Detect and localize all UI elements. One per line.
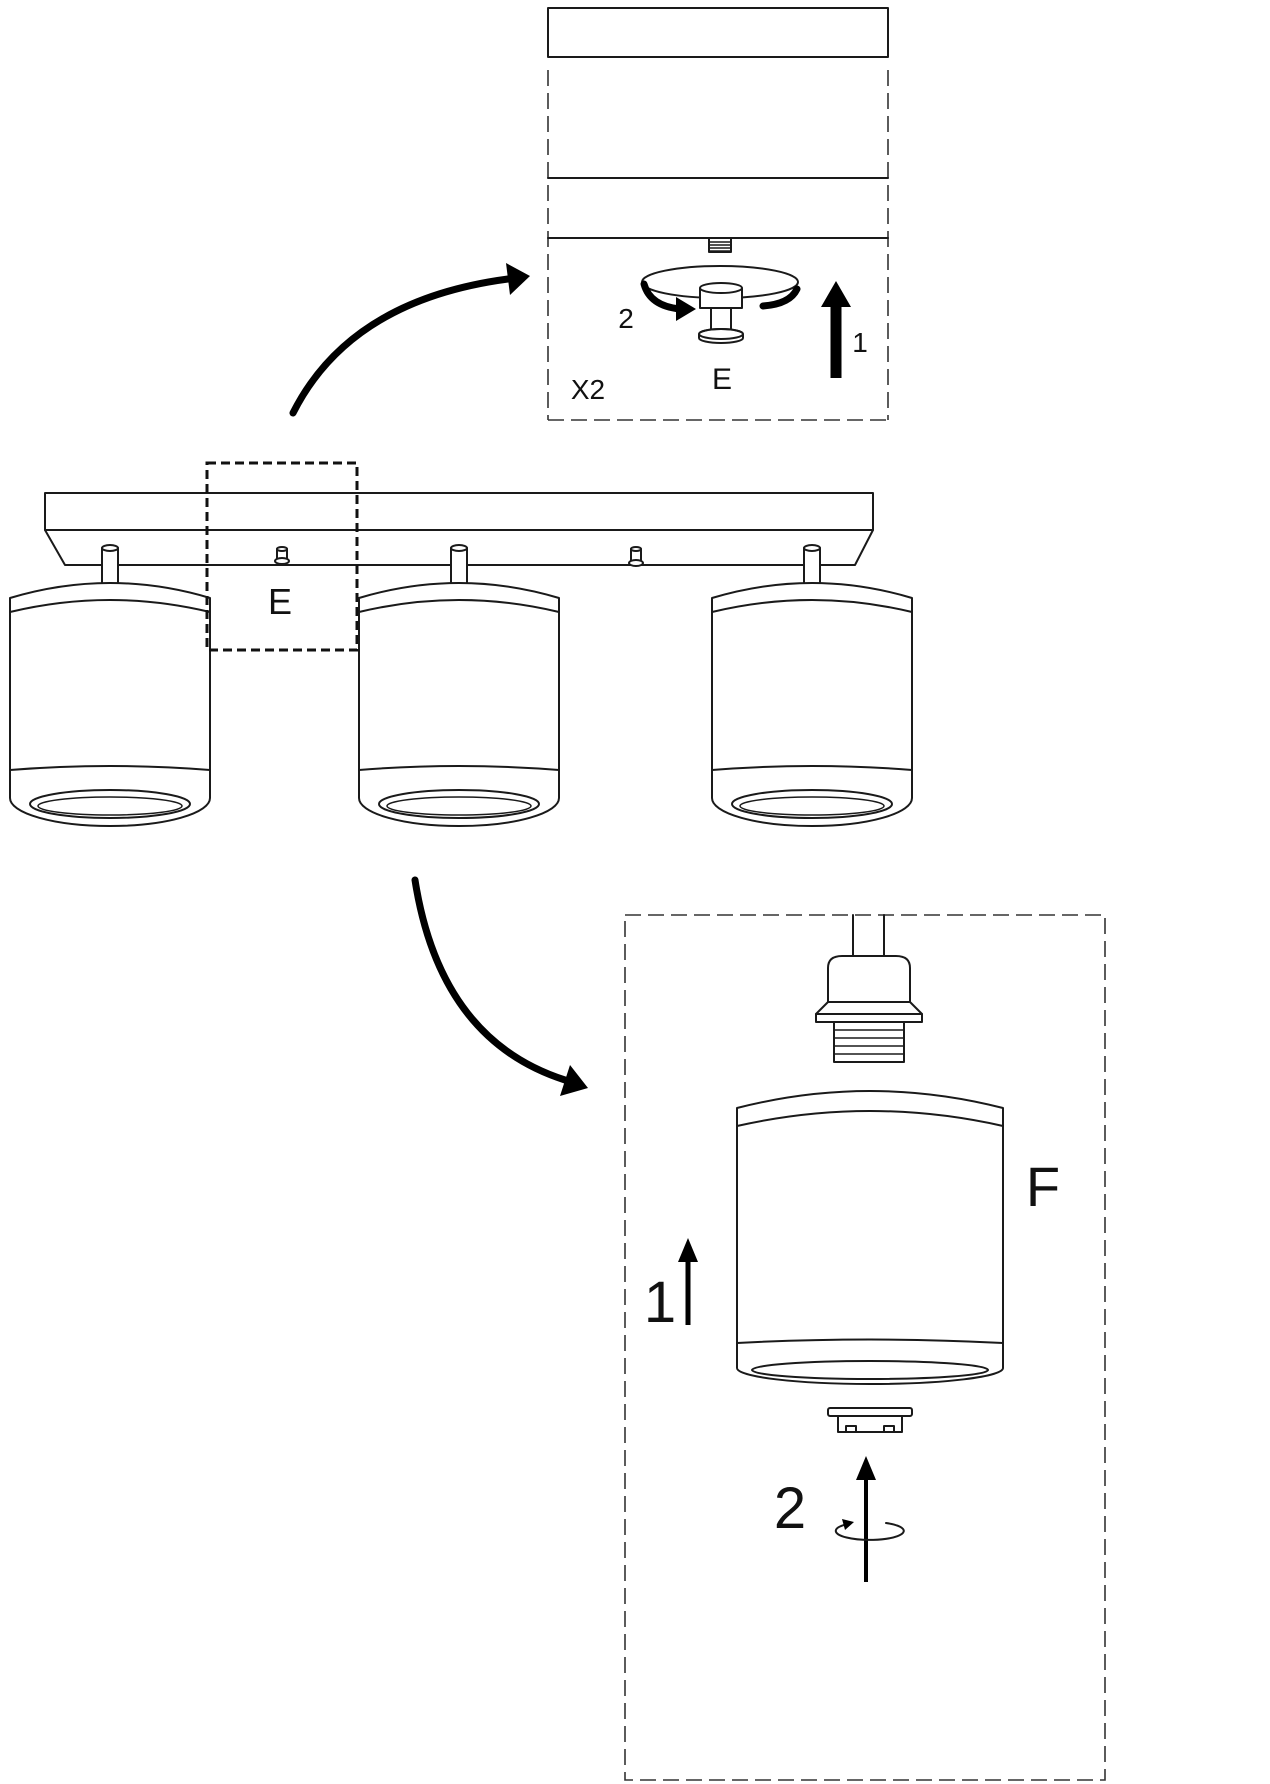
step-2-label: 2 [618,303,634,334]
bottom-inset: F 1 2 [624,914,1106,1781]
lamp-shade-left [9,582,211,827]
shade-ring-nut [827,1407,913,1433]
step-1-label: 1 [644,1270,676,1335]
ceiling-block [547,7,889,58]
ceiling-plate-top [44,492,874,531]
part-e-label: E [712,363,732,396]
power-cord [852,914,885,959]
top-inset: 2 1 E X2 [547,7,889,421]
rotate-arrow-icon [640,280,801,321]
curved-arrow-down-icon [411,876,588,1096]
curved-arrow-up-icon [289,263,530,417]
screw-e-left [274,546,290,565]
step-2-label: 2 [774,1476,806,1541]
threaded-stud [708,237,732,253]
fixture-part-e-label: E [268,581,292,622]
lamp-shade-f [736,1090,1004,1385]
bottom-inset-frame [624,914,1106,1781]
ceiling-fixture: E [9,461,913,827]
step-1-label: 1 [852,327,868,358]
push-up-arrow-icon [821,281,851,378]
lamp-shade-middle [358,582,560,827]
part-e-connector [698,282,744,344]
push-up-arrow-icon [678,1238,698,1325]
screw-e-right [628,546,644,567]
socket-thread [833,1021,905,1063]
rotate-push-arrow-icon [834,1456,905,1582]
part-f-label: F [1026,1155,1060,1218]
quantity-label: X2 [571,374,605,405]
detail-focus-box [205,461,359,652]
lamp-shade-right [711,582,913,827]
lamp-socket [815,955,923,1063]
